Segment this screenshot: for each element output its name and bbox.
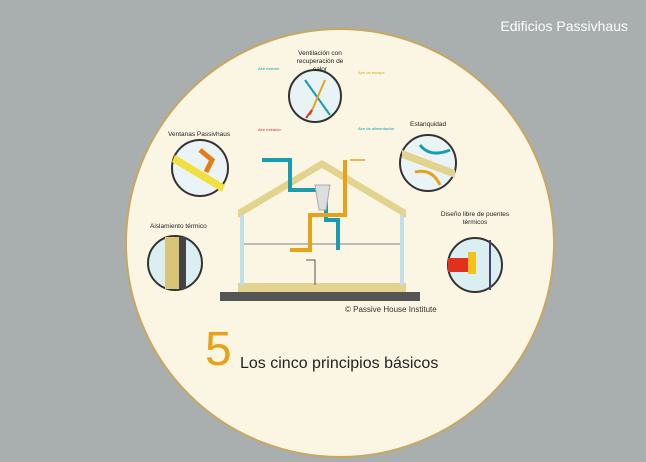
house-illustration [220, 158, 420, 301]
label-supply-air: Aire de alimentación [358, 126, 395, 131]
page-title: Edificios Passivhaus [500, 18, 628, 34]
detail-ventilation [288, 69, 342, 123]
label-insulation: Aislamiento térmico [150, 223, 207, 230]
footer-number: 5 [205, 323, 232, 376]
label-outside-air: Aire exterior [258, 66, 280, 71]
detail-windows [171, 139, 229, 197]
detail-thermal-bridge [447, 237, 503, 293]
label-ventilation: Ventilación con recuperación de calor [296, 50, 344, 73]
detail-insulation [147, 235, 203, 291]
detail-airtightness [399, 134, 457, 192]
label-airtightness: Estanquidad [410, 121, 447, 128]
label-extract-air: Aire extraído [258, 127, 281, 132]
copyright: © Passive House Institute [345, 305, 437, 314]
label-windows: Ventanas Passivhaus [168, 131, 231, 138]
footer-text: Los cinco principios básicos [240, 355, 439, 372]
label-exhaust-air: Aire de escape [358, 70, 385, 75]
label-thermal-bridge: Diseño libre de puentes térmicos [440, 211, 510, 226]
